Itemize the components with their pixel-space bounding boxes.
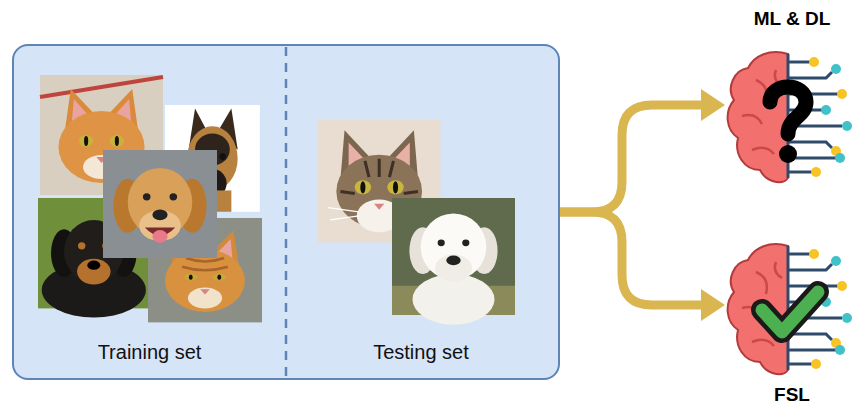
cat-photo-part [189, 275, 193, 280]
model-label: FSL [774, 384, 810, 406]
dog-photo-part [170, 193, 178, 200]
arrow-head [701, 89, 725, 121]
arrow-line [560, 212, 705, 305]
brain-icon [728, 244, 852, 374]
cat-photo-part [360, 181, 365, 193]
brain-icon-part [728, 52, 788, 182]
brain-icon-part-part [788, 334, 832, 340]
cat-photo-part [355, 180, 371, 194]
brain-icon-part [831, 256, 841, 266]
dog-photo-part [103, 150, 217, 258]
dog-photo [392, 198, 515, 325]
cat-photo-part [115, 136, 119, 146]
dog-photo-part [446, 256, 460, 266]
brain-icon-part-part [788, 253, 810, 256]
brain-icon-part [842, 121, 852, 131]
brain-icon-part [809, 57, 819, 67]
cat-photo-part [200, 289, 210, 294]
arrow-line [560, 105, 705, 212]
flow-arrow [560, 89, 725, 212]
dog-photo-part [77, 259, 110, 285]
dog-photo-part [152, 209, 167, 220]
cat-photo-part [79, 135, 93, 147]
model-box: ML & DL [728, 8, 856, 188]
set-label: Testing set [285, 341, 557, 378]
panel-fill [13, 45, 559, 379]
brain-icon-part [811, 167, 821, 177]
brain-icon-part [835, 153, 845, 163]
brain-icon-part [811, 359, 821, 369]
dog-photo-part [462, 239, 469, 246]
dog-photo-part [438, 239, 445, 246]
brain-icon [728, 52, 852, 182]
brain-icon-part [837, 281, 847, 291]
brain-icon-part-part [788, 171, 812, 174]
dog-photo [103, 150, 217, 258]
dog-photo-part [78, 242, 85, 249]
model-box: FSL [728, 236, 856, 406]
brain-icon-part-part [788, 142, 832, 148]
brain-icon-part [842, 313, 852, 323]
brain-icon-part-part [788, 72, 832, 78]
brain-icon-part-part [788, 349, 836, 352]
brain-icon-part [821, 105, 831, 115]
dog-photo-part [143, 193, 151, 200]
flow-arrow [560, 212, 725, 321]
brain-icon-part [762, 292, 818, 332]
brain-icon-part [837, 89, 847, 99]
brain-icon-part [779, 145, 797, 163]
brain-icon-part-part [788, 61, 810, 64]
cat-photo-part [374, 204, 384, 210]
brain-icon-part-part [788, 363, 812, 366]
cat-photo-part [393, 181, 398, 193]
cat-photo-part [40, 77, 163, 97]
brain-icon-part [762, 292, 818, 332]
set-label: Training set [14, 341, 285, 378]
cat-photo-part [84, 136, 88, 146]
cat-photo-part [184, 274, 197, 281]
cat-photo-part [340, 159, 418, 194]
brain-icon-part [831, 64, 841, 74]
cat-photo-part [165, 249, 245, 312]
dog-photo-part [435, 255, 472, 282]
brain-icon-part [835, 345, 845, 355]
cat-photo-part [188, 288, 222, 309]
dataset-panel: Training setTesting set [12, 44, 560, 380]
brain-icon-part [809, 249, 819, 259]
cat-photo-part [110, 135, 124, 147]
model-label: ML & DL [754, 8, 831, 30]
brain-icon-part-part [788, 264, 832, 270]
dog-photo-part [220, 153, 226, 160]
cat-photo-part [387, 180, 403, 194]
arrow-head [701, 289, 725, 321]
dog-photo-part [87, 261, 100, 270]
dog-photo-part [152, 230, 167, 243]
brain-icon-part [770, 87, 806, 134]
cat-photo-part [213, 274, 226, 281]
cat-photo-part [217, 275, 221, 280]
cat-photo-part [182, 258, 228, 270]
divider-line [285, 47, 288, 377]
